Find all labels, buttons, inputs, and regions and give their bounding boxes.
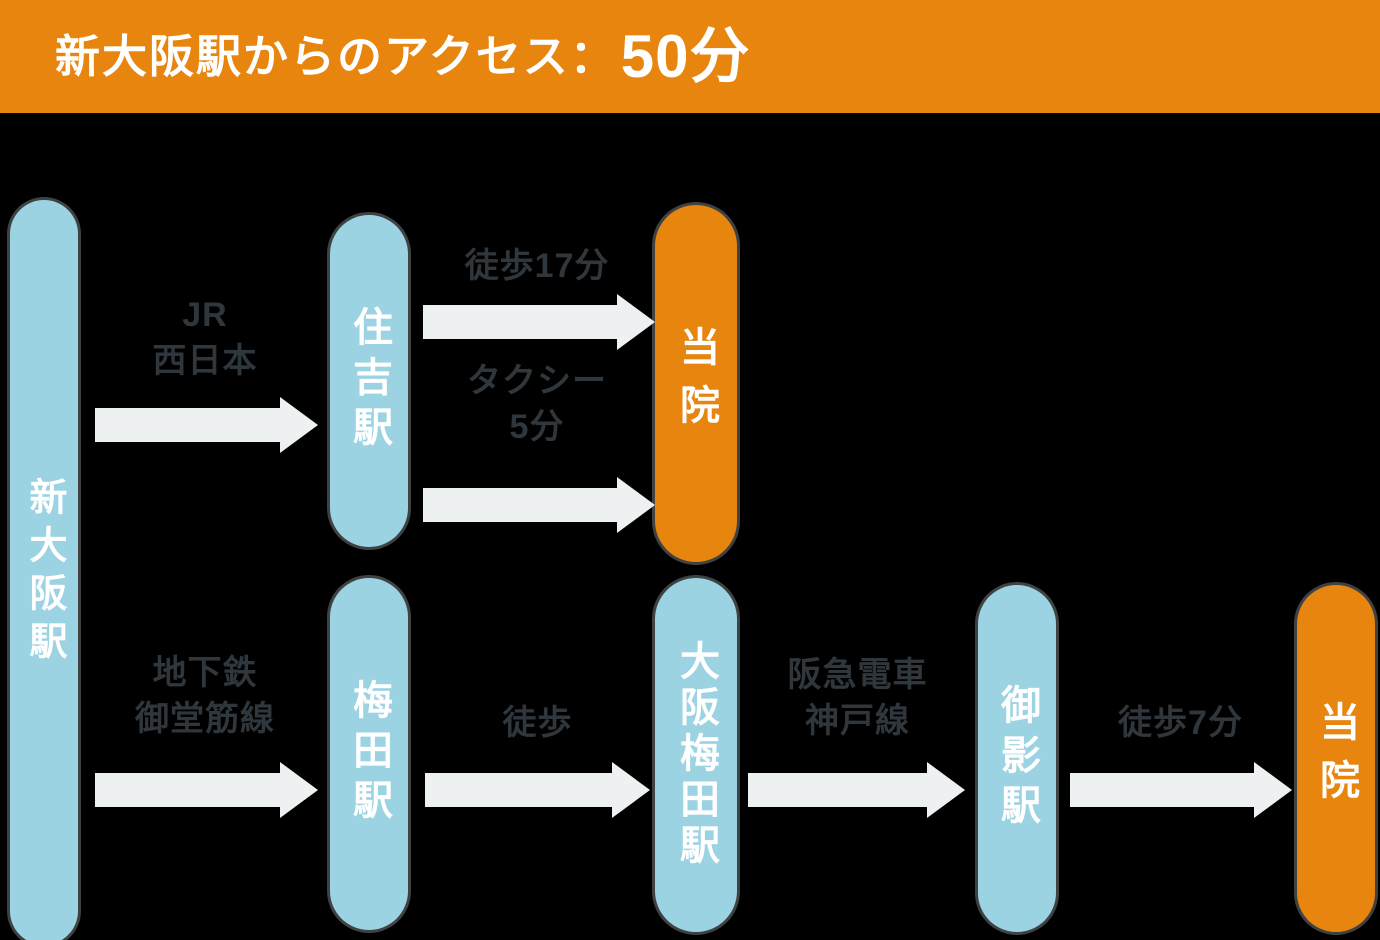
edge-label-line: 御堂筋線 [135,700,275,738]
edge-label-line: JR [182,296,228,334]
arrow-shin-osaka-to-sumiyoshi [95,397,318,453]
clinic-label: 当院 [674,325,718,442]
station-pill-osaka-umeda: 大阪梅田駅 [655,578,737,932]
arrow-shaft [425,773,612,807]
station-label: 梅田駅 [347,679,391,829]
station-pill-mikage: 御影駅 [978,585,1056,932]
arrow-head-icon [280,762,318,818]
edge-label-line: 徒歩 [502,704,573,742]
edge-label-walk-17: 徒歩17分 [417,243,657,289]
edge-label-line: 地下鉄 [152,654,258,692]
arrow-sumiyoshi-to-clinic-taxi [423,477,655,533]
edge-label-jr-west: JR 西日本 [85,292,325,384]
edge-label-line: 神戸線 [805,702,910,740]
arrow-shaft [1070,773,1254,807]
arrow-shaft [423,305,617,339]
station-pill-umeda: 梅田駅 [330,578,408,930]
edge-label-line: 5分 [509,408,565,446]
station-label: 新大阪駅 [23,476,65,669]
station-pill-shin-osaka: 新大阪駅 [10,200,78,940]
total-duration: 50分 [620,22,751,90]
arrow-shaft [423,488,617,522]
arrow-shaft [748,773,927,807]
station-pill-sumiyoshi: 住吉駅 [330,215,408,547]
edge-label-line: 西日本 [152,342,258,380]
arrow-head-icon [1254,762,1292,818]
header-bar: 新大阪駅からのアクセス： 50分 [0,0,1380,113]
arrow-head-icon [280,397,318,453]
arrow-umeda-to-osaka-umeda [425,762,650,818]
station-label: 住吉駅 [347,306,391,456]
arrow-mikage-to-clinic [1070,762,1292,818]
clinic-pill-bottom: 当院 [1297,585,1375,932]
edge-label-walk: 徒歩 [425,700,650,746]
edge-label-line: 阪急電車 [787,656,928,694]
clinic-pill-top: 当院 [655,205,737,562]
arrow-shaft [95,408,280,442]
edge-label-line: 徒歩7分 [1118,704,1243,742]
edge-label-line: タクシー [467,362,607,400]
edge-label-line: 徒歩17分 [464,247,610,285]
arrow-head-icon [617,477,655,533]
page-title: 新大阪駅からのアクセス： [55,31,617,82]
station-label: 大阪梅田駅 [674,640,718,870]
arrow-shin-osaka-to-umeda [95,762,318,818]
arrow-head-icon [612,762,650,818]
edge-label-taxi-5: タクシー 5分 [417,358,657,450]
edge-label-hankyu-kobe: 阪急電車 神戸線 [745,652,970,744]
edge-label-walk-7: 徒歩7分 [1068,700,1293,746]
clinic-label: 当院 [1314,700,1358,817]
arrow-sumiyoshi-to-clinic-walk [423,294,655,350]
arrow-head-icon [927,762,965,818]
station-label: 御影駅 [995,683,1039,834]
edge-label-subway-midosuji: 地下鉄 御堂筋線 [85,650,325,742]
arrow-shaft [95,773,280,807]
arrow-osaka-umeda-to-mikage [748,762,965,818]
arrow-head-icon [617,294,655,350]
